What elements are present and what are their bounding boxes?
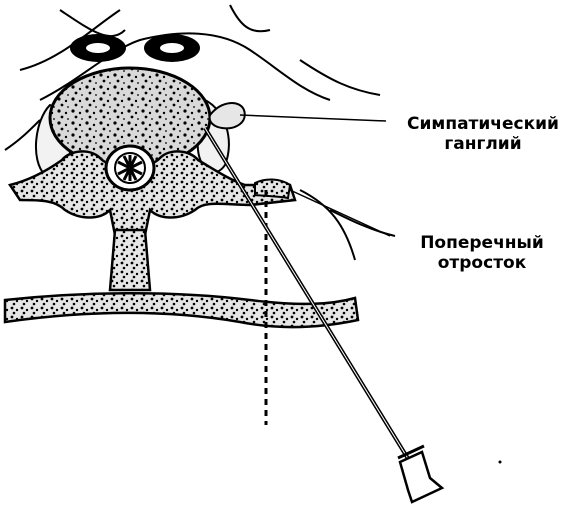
spinal-canal bbox=[106, 146, 154, 190]
transverse-process-label-line1: Поперечный bbox=[390, 233, 574, 253]
posterior-fascia bbox=[5, 293, 358, 327]
transverse-process-label: Поперечный отросток bbox=[390, 233, 574, 273]
ganglion-leader-line bbox=[240, 115, 386, 121]
top-organs bbox=[70, 34, 200, 62]
sympathetic-ganglion-label: Симпатический ганглий bbox=[382, 114, 584, 154]
transverse-process bbox=[255, 179, 290, 198]
spinous-process bbox=[110, 230, 150, 290]
sympathetic-ganglion-label-line2: ганглий bbox=[382, 134, 584, 154]
needle-hub-icon bbox=[400, 452, 442, 502]
transverse-process-label-line2: отросток bbox=[390, 253, 574, 273]
process-leader-line bbox=[290, 190, 390, 236]
sympathetic-ganglion-label-line1: Симпатический bbox=[382, 114, 584, 134]
